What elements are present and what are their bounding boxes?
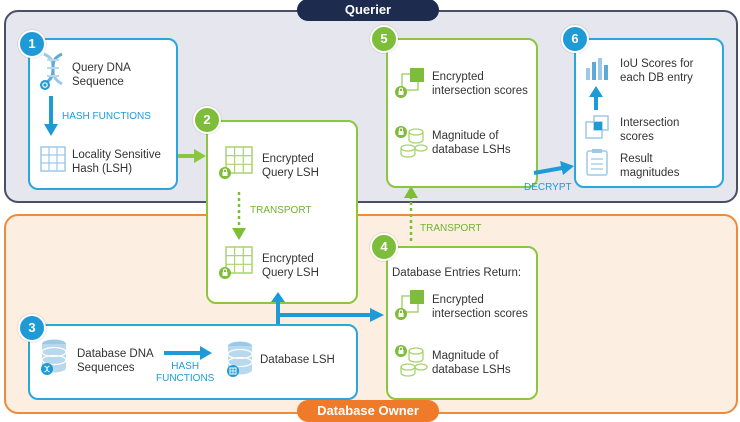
encrypted-intersection-scores-label-db: Encrypted intersection scores <box>432 294 528 320</box>
step-5-number: 5 <box>370 25 398 53</box>
lsh-grid-icon <box>40 146 66 172</box>
result-magnitudes-label: Result magnitudes <box>620 153 680 179</box>
intersection-icon <box>585 115 609 139</box>
database-owner-label: Database Owner <box>297 400 439 422</box>
query-dna-sequence-label: Query DNA Sequence <box>72 62 131 88</box>
hash-functions-label-db: HASH FUNCTIONS <box>156 361 215 384</box>
intersection-scores-label: Intersection scores <box>620 117 680 143</box>
querier-label: Querier <box>297 0 439 21</box>
hash-right-arrow <box>164 346 212 360</box>
transport-down-arrow <box>232 192 246 240</box>
database-lsh-label: Database LSH <box>260 354 335 366</box>
dna-search-icon <box>40 52 63 90</box>
step-2-number: 2 <box>193 106 221 134</box>
decrypt-arrow <box>533 161 574 175</box>
transport-label-up: TRANSPORT <box>420 223 482 234</box>
database-magnitude-icon <box>395 126 428 158</box>
step-3-box <box>28 324 358 400</box>
encrypted-intersection-icon <box>395 290 424 320</box>
step-3-number: 3 <box>18 314 46 342</box>
step-4-box <box>386 246 538 400</box>
bar-chart-icon <box>586 58 608 80</box>
transport-up-arrow <box>404 186 418 244</box>
transport-label-step-2: TRANSPORT <box>250 205 312 216</box>
arrow-1-to-2 <box>178 149 206 163</box>
database-magnitude-icon <box>395 345 428 377</box>
encrypted-intersection-scores-label: Encrypted intersection scores <box>432 71 528 97</box>
decrypt-label: DECRYPT <box>524 182 572 193</box>
clipboard-icon <box>586 149 608 176</box>
encrypted-grid-icon <box>219 246 253 279</box>
database-lsh-icon <box>227 341 253 377</box>
step-4-number: 4 <box>370 233 398 261</box>
magnitude-database-lshs-label: Magnitude of database LSHs <box>432 130 511 156</box>
encrypted-intersection-icon <box>395 68 424 98</box>
database-entries-return-heading: Database Entries Return: <box>392 267 522 279</box>
step-5-box <box>386 38 538 188</box>
iou-scores-label: IoU Scores for each DB entry <box>620 58 694 84</box>
step-1-number: 1 <box>18 30 46 58</box>
database-dna-icon <box>41 339 67 375</box>
locality-sensitive-hash-label: Locality Sensitive Hash (LSH) <box>72 149 161 175</box>
encrypted-query-lsh-bottom-label: Encrypted Query LSH <box>262 253 319 279</box>
hash-down-arrow <box>44 96 58 136</box>
magnitude-database-lshs-label-db: Magnitude of database LSHs <box>432 350 511 376</box>
encrypted-query-lsh-top-label: Encrypted Query LSH <box>262 153 319 179</box>
step-6-number: 6 <box>561 25 589 53</box>
encrypted-grid-icon <box>219 146 253 179</box>
hash-functions-label: HASH FUNCTIONS <box>62 111 151 122</box>
up-arrow <box>589 86 603 110</box>
database-dna-sequences-label: Database DNA Sequences <box>77 348 154 374</box>
